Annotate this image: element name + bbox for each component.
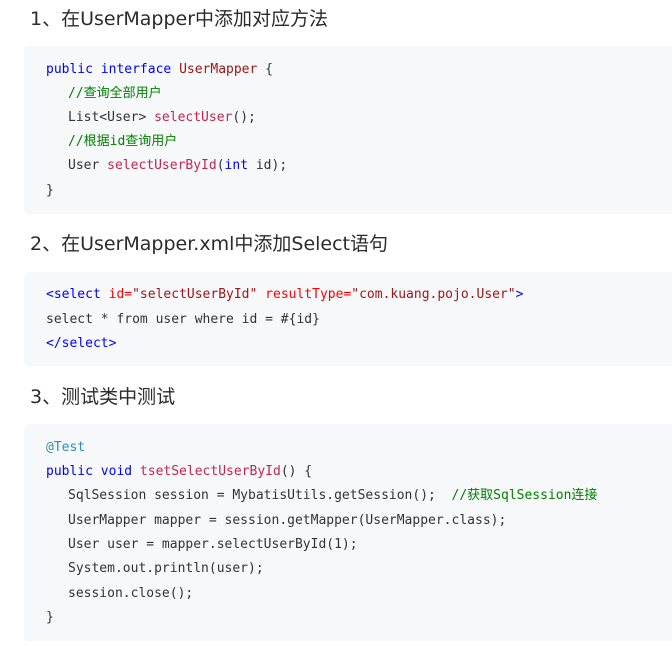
annotation-token: @Test	[46, 440, 86, 455]
keyword-token: int	[224, 158, 249, 173]
code-token: SqlSession session = MybatisUtils.getSes…	[68, 488, 452, 503]
code-token: User	[68, 158, 108, 173]
code-line: }	[46, 608, 54, 628]
code-token: List<User>	[68, 110, 155, 125]
keyword-token: public interface	[46, 62, 180, 77]
code-line: SqlSession session = MybatisUtils.getSes…	[68, 486, 597, 506]
xml-attr-token: resultType=	[265, 287, 352, 302]
keyword-token: public void	[46, 464, 140, 479]
method-name-token: selectUserById	[107, 158, 217, 173]
code-block-test-method: @Test public void tsetSelectUserById() {…	[24, 424, 672, 641]
code-token: User user = mapper.selectUserById(1);	[68, 537, 358, 552]
code-block-usermapper-interface: public interface UserMapper { //查询全部用户 L…	[24, 46, 672, 214]
code-line: System.out.println(user);	[68, 559, 264, 579]
code-line: public void tsetSelectUserById() {	[46, 462, 312, 482]
code-token: UserMapper mapper = session.getMapper(Us…	[68, 513, 507, 528]
code-token: System.out.println(user);	[68, 561, 264, 576]
code-line: //查询全部用户	[68, 84, 162, 104]
code-line: @Test	[46, 438, 85, 458]
code-line: select * from user where id = #{id}	[46, 310, 320, 330]
sql-token: select * from user where id = #{id}	[46, 312, 320, 327]
step-2-heading: 2、在UserMapper.xml中添加Select语句	[30, 233, 388, 255]
step-3-heading: 3、测试类中测试	[30, 386, 176, 408]
code-line: User selectUserById(int id);	[68, 156, 287, 176]
class-name-token: UserMapper	[179, 62, 258, 77]
comment-token: //根据id查询用户	[68, 134, 178, 149]
code-token: }	[46, 183, 54, 198]
code-token: () {	[280, 464, 313, 479]
comment-token: //获取SqlSession连接	[451, 488, 598, 503]
code-line: UserMapper mapper = session.getMapper(Us…	[68, 511, 506, 531]
code-line: //根据id查询用户	[68, 132, 177, 152]
code-token: session.close();	[68, 586, 194, 601]
xml-tag-token: </select>	[46, 336, 117, 351]
xml-tag-token: >	[515, 287, 524, 302]
code-line: User user = mapper.selectUserById(1);	[68, 535, 358, 555]
xml-value-token: "selectUserById"	[132, 287, 258, 302]
code-token: {	[257, 62, 273, 77]
xml-tag-token: <select	[46, 287, 109, 302]
method-name-token: selectUser	[154, 110, 233, 125]
code-line: public interface UserMapper {	[46, 60, 273, 80]
code-token: (	[216, 158, 225, 173]
code-token: id);	[248, 158, 288, 173]
code-line: List<User> selectUser();	[68, 108, 256, 128]
code-block-select-xml: <select id="selectUserById" resultType="…	[24, 272, 672, 366]
xml-attr-token: id=	[108, 287, 133, 302]
code-token: ();	[232, 110, 256, 125]
code-token	[257, 287, 265, 302]
code-line: session.close();	[68, 584, 193, 604]
code-line: </select>	[46, 334, 116, 354]
method-name-token: tsetSelectUserById	[139, 464, 281, 479]
code-token: }	[46, 610, 54, 625]
comment-token: //查询全部用户	[68, 86, 162, 101]
code-line: <select id="selectUserById" resultType="…	[46, 285, 523, 305]
xml-value-token: "com.kuang.pojo.User"	[351, 287, 516, 302]
code-line: }	[46, 181, 54, 201]
step-1-heading: 1、在UserMapper中添加对应方法	[30, 8, 329, 30]
